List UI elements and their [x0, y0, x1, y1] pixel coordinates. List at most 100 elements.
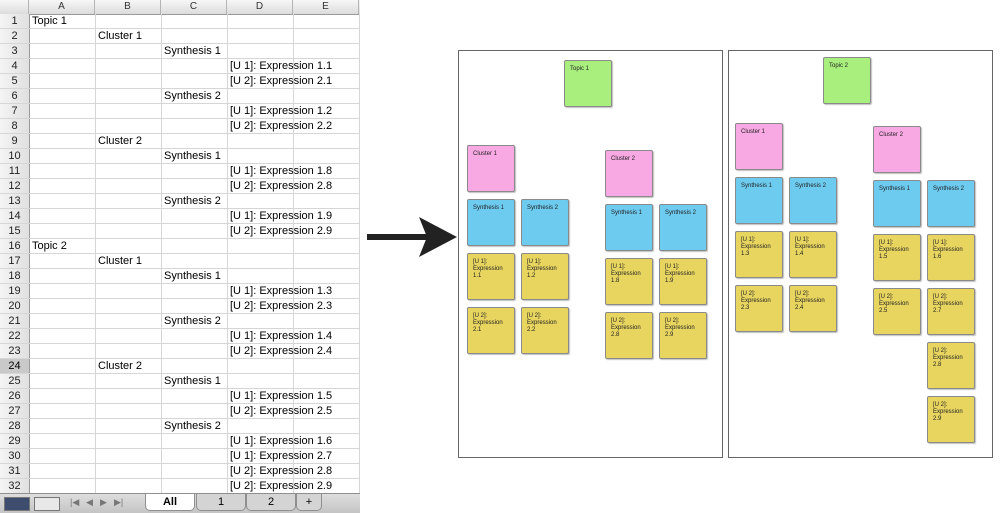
- cell-c[interactable]: Synthesis 2: [162, 419, 228, 433]
- cell-a[interactable]: [30, 314, 96, 328]
- cell-a[interactable]: [30, 44, 96, 58]
- cell-c[interactable]: [162, 329, 228, 343]
- cell-d[interactable]: [228, 134, 294, 148]
- cell-b[interactable]: [96, 239, 162, 253]
- row-number[interactable]: 7: [0, 104, 30, 118]
- cell-d[interactable]: [U 1]: Expression 2.7: [230, 449, 333, 463]
- cell-c[interactable]: [162, 209, 228, 223]
- row-number[interactable]: 14: [0, 209, 30, 223]
- column-header-e[interactable]: E: [293, 0, 359, 14]
- cell-d[interactable]: [U 1]: Expression 1.3: [230, 284, 333, 298]
- row-number[interactable]: 21: [0, 314, 30, 328]
- cell-d[interactable]: [228, 359, 294, 373]
- row-number[interactable]: 27: [0, 404, 30, 418]
- row-number[interactable]: 26: [0, 389, 30, 403]
- cell-e[interactable]: [294, 329, 360, 343]
- cell-e[interactable]: [294, 74, 360, 88]
- cell-e[interactable]: [294, 224, 360, 238]
- row-number[interactable]: 29: [0, 434, 30, 448]
- cell-d[interactable]: [228, 419, 294, 433]
- cell-a[interactable]: [30, 404, 96, 418]
- synthesis-note[interactable]: Synthesis 1: [605, 204, 653, 251]
- cell-a[interactable]: [30, 329, 96, 343]
- row-number[interactable]: 1: [0, 14, 30, 28]
- cell-a[interactable]: [30, 479, 96, 493]
- topic-note[interactable]: Topic 2: [823, 57, 871, 104]
- cell-b[interactable]: [96, 329, 162, 343]
- cell-a[interactable]: [30, 209, 96, 223]
- row-number[interactable]: 15: [0, 224, 30, 238]
- cell-b[interactable]: [96, 449, 162, 463]
- cell-d[interactable]: [U 1]: Expression 1.1: [230, 59, 333, 73]
- cell-c[interactable]: Synthesis 1: [162, 269, 228, 283]
- cell-c[interactable]: [162, 479, 228, 493]
- cluster-note[interactable]: Cluster 1: [735, 123, 783, 170]
- cell-a[interactable]: [30, 164, 96, 178]
- row-number[interactable]: 8: [0, 119, 30, 133]
- first-sheet-arrow-icon[interactable]: |◀: [70, 497, 80, 507]
- expression-note[interactable]: [U 1]: Expression 1.6: [927, 234, 975, 281]
- cell-e[interactable]: [294, 89, 360, 103]
- cell-a[interactable]: Topic 1: [30, 14, 96, 28]
- cell-b[interactable]: Cluster 1: [96, 254, 162, 268]
- expression-note[interactable]: [U 1]: Expression 1.5: [873, 234, 921, 281]
- cell-d[interactable]: [U 1]: Expression 1.8: [230, 164, 333, 178]
- cell-e[interactable]: [294, 14, 360, 28]
- cell-a[interactable]: [30, 89, 96, 103]
- topic-note[interactable]: Topic 1: [564, 60, 612, 107]
- cell-b[interactable]: [96, 44, 162, 58]
- cell-d[interactable]: [U 2]: Expression 2.3: [230, 299, 333, 313]
- synthesis-note[interactable]: Synthesis 1: [735, 177, 783, 224]
- column-header-a[interactable]: A: [29, 0, 95, 14]
- expression-note[interactable]: [U 1]: Expression 1.1: [467, 253, 515, 300]
- cell-a[interactable]: [30, 74, 96, 88]
- row-number[interactable]: 12: [0, 179, 30, 193]
- cell-d[interactable]: [U 2]: Expression 2.5: [230, 404, 333, 418]
- expression-note[interactable]: [U 1]: Expression 1.4: [789, 231, 837, 278]
- row-number[interactable]: 6: [0, 89, 30, 103]
- expression-note[interactable]: [U 2]: Expression 2.8: [927, 342, 975, 389]
- normal-view-button[interactable]: [4, 497, 30, 511]
- cell-d[interactable]: [228, 149, 294, 163]
- cell-b[interactable]: [96, 464, 162, 478]
- synthesis-note[interactable]: Synthesis 2: [927, 180, 975, 227]
- row-number[interactable]: 23: [0, 344, 30, 358]
- cell-c[interactable]: [162, 74, 228, 88]
- cell-e[interactable]: [294, 314, 360, 328]
- cell-b[interactable]: [96, 419, 162, 433]
- cluster-note[interactable]: Cluster 1: [467, 145, 515, 192]
- cell-c[interactable]: Synthesis 2: [162, 194, 228, 208]
- cell-e[interactable]: [294, 479, 360, 493]
- select-all-corner[interactable]: [0, 0, 29, 14]
- cell-b[interactable]: [96, 164, 162, 178]
- cell-e[interactable]: [294, 374, 360, 388]
- cell-c[interactable]: [162, 29, 228, 43]
- cell-a[interactable]: [30, 269, 96, 283]
- column-header-b[interactable]: B: [95, 0, 161, 14]
- cluster-note[interactable]: Cluster 2: [605, 150, 653, 197]
- cell-a[interactable]: [30, 449, 96, 463]
- cell-c[interactable]: [162, 449, 228, 463]
- cell-b[interactable]: [96, 374, 162, 388]
- cell-d[interactable]: [U 1]: Expression 1.9: [230, 209, 333, 223]
- cell-b[interactable]: [96, 269, 162, 283]
- row-number[interactable]: 10: [0, 149, 30, 163]
- cell-a[interactable]: [30, 194, 96, 208]
- expression-note[interactable]: [U 2]: Expression 2.9: [927, 396, 975, 443]
- row-number[interactable]: 19: [0, 284, 30, 298]
- cell-c[interactable]: [162, 359, 228, 373]
- row-number[interactable]: 28: [0, 419, 30, 433]
- cell-e[interactable]: [294, 449, 360, 463]
- cell-b[interactable]: [96, 389, 162, 403]
- cell-d[interactable]: [228, 239, 294, 253]
- expression-note[interactable]: [U 2]: Expression 2.5: [873, 288, 921, 335]
- cell-c[interactable]: [162, 434, 228, 448]
- cell-b[interactable]: [96, 479, 162, 493]
- row-number[interactable]: 13: [0, 194, 30, 208]
- row-number[interactable]: 32: [0, 479, 30, 493]
- synthesis-note[interactable]: Synthesis 2: [659, 204, 707, 251]
- cell-b[interactable]: [96, 404, 162, 418]
- cell-b[interactable]: [96, 314, 162, 328]
- cell-d[interactable]: [228, 194, 294, 208]
- cell-d[interactable]: [U 1]: Expression 1.5: [230, 389, 333, 403]
